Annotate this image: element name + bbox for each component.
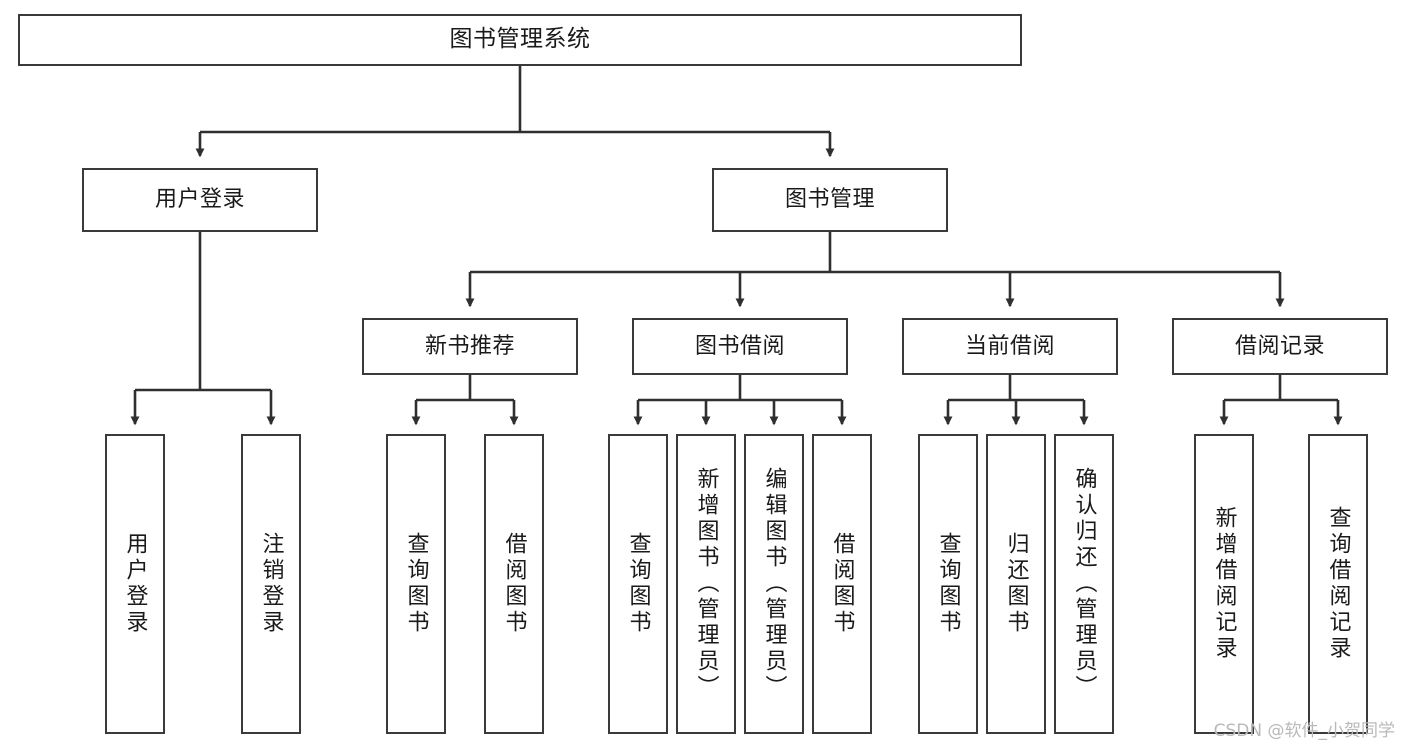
- node-leaf-user-login-label: 用户登录: [122, 532, 148, 636]
- node-leaf-edit-book-label: 编辑图书（管理员）: [761, 467, 787, 701]
- node-leaf-query-book-current-label: 查询图书: [935, 532, 961, 636]
- node-leaf-borrow-book-recommend-label: 借阅图书: [501, 532, 527, 636]
- node-leaf-query-book-borrow-label: 查询图书: [625, 532, 651, 636]
- node-leaf-query-book-recommend-label: 查询图书: [403, 532, 429, 636]
- node-user-login[interactable]: 用户登录: [82, 168, 318, 232]
- node-leaf-edit-book[interactable]: 编辑图书（管理员）: [744, 434, 804, 734]
- node-leaf-borrow-book[interactable]: 借阅图书: [812, 434, 872, 734]
- node-root-label: 图书管理系统: [449, 26, 591, 53]
- node-leaf-add-borrow-record[interactable]: 新增借阅记录: [1194, 434, 1254, 734]
- node-leaf-add-borrow-record-label: 新增借阅记录: [1211, 506, 1237, 662]
- node-leaf-query-book-recommend[interactable]: 查询图书: [386, 434, 446, 734]
- node-borrow-record[interactable]: 借阅记录: [1172, 318, 1388, 375]
- node-leaf-add-book-label: 新增图书（管理员）: [693, 467, 719, 701]
- node-leaf-query-book-current[interactable]: 查询图书: [918, 434, 978, 734]
- node-new-book-recommend-label: 新书推荐: [424, 333, 515, 359]
- node-leaf-query-book-borrow[interactable]: 查询图书: [608, 434, 668, 734]
- node-leaf-logout-label: 注销登录: [258, 532, 284, 636]
- node-leaf-return-book[interactable]: 归还图书: [986, 434, 1046, 734]
- node-borrow-record-label: 借阅记录: [1234, 333, 1325, 359]
- node-book-borrow[interactable]: 图书借阅: [632, 318, 848, 375]
- node-leaf-query-borrow-record-label: 查询借阅记录: [1325, 506, 1351, 662]
- node-leaf-borrow-book-recommend[interactable]: 借阅图书: [484, 434, 544, 734]
- node-new-book-recommend[interactable]: 新书推荐: [362, 318, 578, 375]
- node-leaf-confirm-return[interactable]: 确认归还（管理员）: [1054, 434, 1114, 734]
- node-leaf-add-book[interactable]: 新增图书（管理员）: [676, 434, 736, 734]
- node-leaf-query-borrow-record[interactable]: 查询借阅记录: [1308, 434, 1368, 734]
- node-leaf-logout[interactable]: 注销登录: [241, 434, 301, 734]
- node-leaf-borrow-book-label: 借阅图书: [829, 532, 855, 636]
- node-leaf-user-login[interactable]: 用户登录: [105, 434, 165, 734]
- node-leaf-return-book-label: 归还图书: [1003, 532, 1029, 636]
- node-leaf-confirm-return-label: 确认归还（管理员）: [1071, 467, 1097, 701]
- node-user-login-label: 用户登录: [154, 187, 245, 213]
- node-current-borrow-label: 当前借阅: [964, 333, 1055, 359]
- node-book-borrow-label: 图书借阅: [694, 333, 785, 359]
- node-root[interactable]: 图书管理系统: [18, 14, 1022, 66]
- csdn-watermark: CSDN @软件_小贺同学: [1213, 721, 1395, 741]
- node-current-borrow[interactable]: 当前借阅: [902, 318, 1118, 375]
- node-book-management-label: 图书管理: [784, 187, 875, 213]
- node-book-management[interactable]: 图书管理: [712, 168, 948, 232]
